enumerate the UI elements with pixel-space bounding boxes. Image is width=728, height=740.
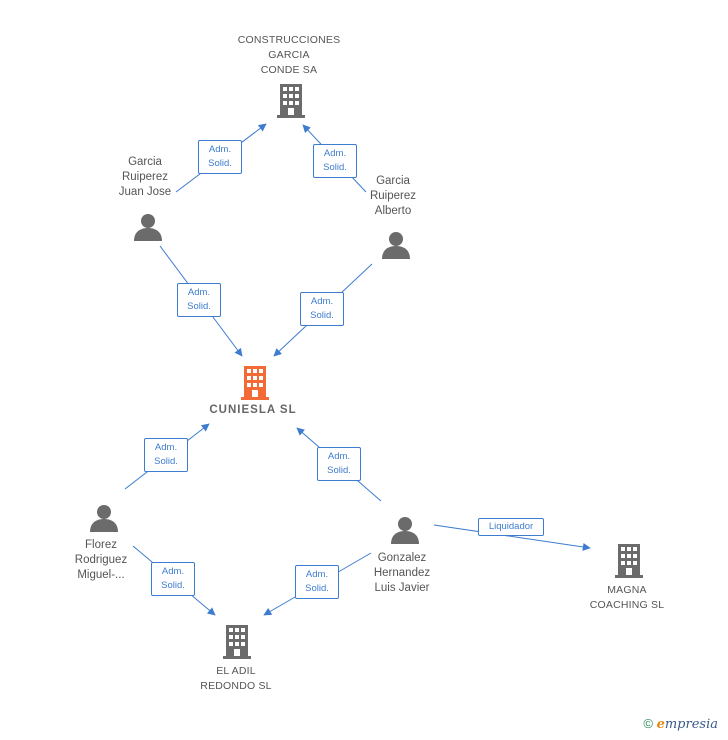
node-label-line: Alberto (374, 205, 412, 217)
relation-badge[interactable]: Adm. Solid. (177, 283, 221, 317)
node-construcciones-garcia-conde[interactable]: CONSTRUCCIONES GARCIA CONDE SA (219, 33, 359, 78)
relation-badge[interactable]: Adm. Solid. (313, 144, 357, 178)
node-label-line: Ruiperez (369, 190, 417, 202)
relation-label: Adm. (310, 296, 334, 307)
relation-label: Solid. (305, 583, 329, 594)
node-label-line: REDONDO SL (200, 680, 272, 692)
node-label-line: Hernandez (373, 567, 431, 579)
node-label-line: GARCIA (268, 49, 310, 61)
building-icon (615, 544, 643, 583)
relation-badge[interactable]: Adm. Solid. (317, 447, 361, 481)
node-label-line: Juan Jose (118, 186, 172, 198)
node-label-line: MAGNA (607, 584, 647, 596)
relation-label: Solid. (187, 301, 211, 312)
relation-label: Solid. (161, 580, 185, 591)
relation-label: Solid. (327, 465, 351, 476)
relation-label: Solid. (323, 162, 347, 173)
relation-label: Adm. (305, 569, 329, 580)
node-magna-coaching[interactable]: MAGNA COACHING SL (557, 583, 697, 613)
relation-label: Adm. (208, 144, 232, 155)
relation-badge[interactable]: Adm. Solid. (295, 565, 339, 599)
relation-label: Solid. (154, 456, 178, 467)
node-garcia-ruiperez-juan-jose[interactable]: Garcia Ruiperez Juan Jose (75, 155, 215, 200)
relation-badge[interactable]: Adm. Solid. (198, 140, 242, 174)
node-garcia-ruiperez-alberto[interactable]: Garcia Ruiperez Alberto (323, 174, 463, 219)
person-icon (89, 503, 119, 538)
node-label-line: EL ADIL (216, 665, 256, 677)
brand-logo[interactable]: empresia (657, 717, 718, 732)
node-gonzalez-hernandez[interactable]: Gonzalez Hernandez Luis Javier (332, 551, 472, 596)
relation-label: Adm. (187, 287, 211, 298)
node-label-line: CONSTRUCCIONES (237, 34, 341, 46)
node-label-line: COACHING SL (589, 599, 665, 611)
relation-label: Adm. (154, 442, 178, 453)
node-cuniesla[interactable]: CUNIESLA SL (183, 403, 323, 418)
copyright-icon: © (643, 716, 653, 731)
copyright-notice: © empresia (643, 716, 718, 732)
person-icon (133, 212, 163, 247)
building-icon-highlight (241, 366, 269, 405)
person-icon (381, 230, 411, 265)
relation-label: Solid. (208, 158, 232, 169)
relation-label: Adm. (161, 566, 185, 577)
relation-badge[interactable]: Adm. Solid. (300, 292, 344, 326)
node-florez-rodriguez[interactable]: Florez Rodriguez Miguel-... (31, 538, 171, 583)
node-label-line: Miguel-... (77, 569, 125, 581)
brand-logo-initial: e (656, 717, 665, 732)
node-label-line: Luis Javier (374, 582, 430, 594)
relation-badge-liquidador[interactable]: Liquidador (478, 518, 544, 536)
building-icon (223, 625, 251, 664)
node-label-line: Gonzalez (377, 552, 427, 564)
node-label-line: Garcia (376, 175, 410, 187)
brand-logo-text: mpresia (664, 717, 718, 732)
node-label-line: CUNIESLA SL (209, 404, 297, 416)
relation-badge[interactable]: Adm. Solid. (151, 562, 195, 596)
relation-badge[interactable]: Adm. Solid. (144, 438, 188, 472)
relation-label: Adm. (327, 451, 351, 462)
node-label-line: Florez (85, 539, 117, 551)
node-label-line: CONDE SA (260, 64, 318, 76)
relation-label: Solid. (310, 310, 334, 321)
edge-gonzalez-magna (433, 524, 591, 551)
building-icon (277, 84, 305, 123)
node-label-line: Ruiperez (121, 171, 169, 183)
person-icon (390, 515, 420, 550)
node-el-adil-redondo[interactable]: EL ADIL REDONDO SL (166, 664, 306, 694)
relation-label: Liquidador (488, 521, 534, 532)
node-label-line: Garcia (128, 156, 162, 168)
relation-label: Adm. (323, 148, 347, 159)
node-label-line: Rodriguez (74, 554, 128, 566)
